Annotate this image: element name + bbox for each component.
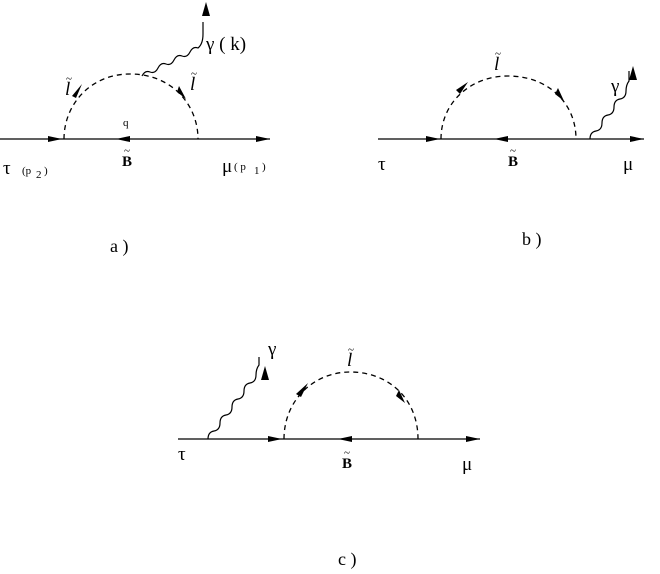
fermion-arrow-mid-b xyxy=(494,136,508,142)
slepton-label-b: l xyxy=(494,54,499,75)
photon-line-c xyxy=(207,357,260,440)
caption-a: a ) xyxy=(110,236,128,257)
mu-label-a: μ xyxy=(222,156,232,177)
bino-tilde-c: ~ xyxy=(344,447,350,459)
photon-label-b: γ xyxy=(610,76,619,97)
fermion-arrow-mid-c xyxy=(338,436,352,442)
diagram-a: τ (p 2 ) μ ( p 1 ) γ ( k) ~ l ~ l q ~ B … xyxy=(0,2,270,257)
fermion-arrow-in-b xyxy=(426,136,440,142)
mu-momentum-sub-a: 1 xyxy=(254,165,260,177)
mu-momentum-a: ( p xyxy=(234,161,246,173)
slepton-loop-a xyxy=(63,73,199,140)
fermion-arrow-out-c xyxy=(466,436,480,442)
slepton-tilde-left-a: ~ xyxy=(66,73,72,85)
bino-tilde-b: ~ xyxy=(510,145,516,157)
slepton-loop-c xyxy=(283,371,419,440)
slepton-arrow-right-a xyxy=(177,86,186,99)
tau-momentum-sub-a: 2 xyxy=(36,169,42,181)
caption-b: b ) xyxy=(522,229,542,250)
fermion-arrow-out-a xyxy=(256,136,270,142)
photon-line-a xyxy=(141,22,204,77)
mu-label-b: μ xyxy=(623,154,633,175)
tau-momentum-close-a: ) xyxy=(44,165,48,177)
tau-momentum-a: (p xyxy=(22,165,32,177)
photon-label-c: γ xyxy=(267,339,276,360)
bino-label-b: B xyxy=(508,154,518,170)
slepton-tilde-b: ~ xyxy=(495,48,501,60)
slepton-tilde-c: ~ xyxy=(348,344,354,356)
fermion-arrow-mid-a xyxy=(116,136,130,142)
photon-line-b xyxy=(589,71,630,140)
slepton-arrow-right-b xyxy=(555,88,564,101)
tau-label-a: τ xyxy=(3,158,11,179)
tau-label-c: τ xyxy=(178,444,186,465)
photon-arrow-a xyxy=(202,2,210,16)
fermion-arrow-in-c xyxy=(268,436,282,442)
bino-tilde-a: ~ xyxy=(124,145,130,157)
photon-arrow-c xyxy=(261,366,269,380)
slepton-label-left-a: l xyxy=(65,79,70,100)
fermion-arrow-out-b xyxy=(630,136,644,142)
loop-momentum-label-a: q xyxy=(123,117,129,129)
diagram-b: τ μ γ ~ l ~ B b ) xyxy=(378,48,644,250)
diagram-c: τ μ γ ~ l ~ B c ) xyxy=(178,339,480,570)
mu-label-c: μ xyxy=(462,454,472,475)
tau-label-b: τ xyxy=(378,154,386,175)
slepton-arrow-left-c xyxy=(296,383,308,397)
photon-label-a: γ ( k) xyxy=(205,34,246,55)
slepton-tilde-right-a: ~ xyxy=(191,68,197,80)
slepton-arrow-left-a xyxy=(72,84,82,98)
slepton-arrow-right-c xyxy=(396,390,405,403)
mu-momentum-close-a: ) xyxy=(262,161,266,173)
fermion-arrow-in-a xyxy=(48,136,62,142)
slepton-loop-b xyxy=(440,75,577,140)
caption-c: c ) xyxy=(338,549,356,570)
bino-label-c: B xyxy=(342,456,352,472)
bino-label-a: B xyxy=(122,154,132,170)
slepton-label-right-a: l xyxy=(190,74,195,95)
photon-arrow-b xyxy=(629,66,637,80)
slepton-arrow-left-b xyxy=(456,82,468,94)
slepton-label-c: l xyxy=(347,350,352,371)
